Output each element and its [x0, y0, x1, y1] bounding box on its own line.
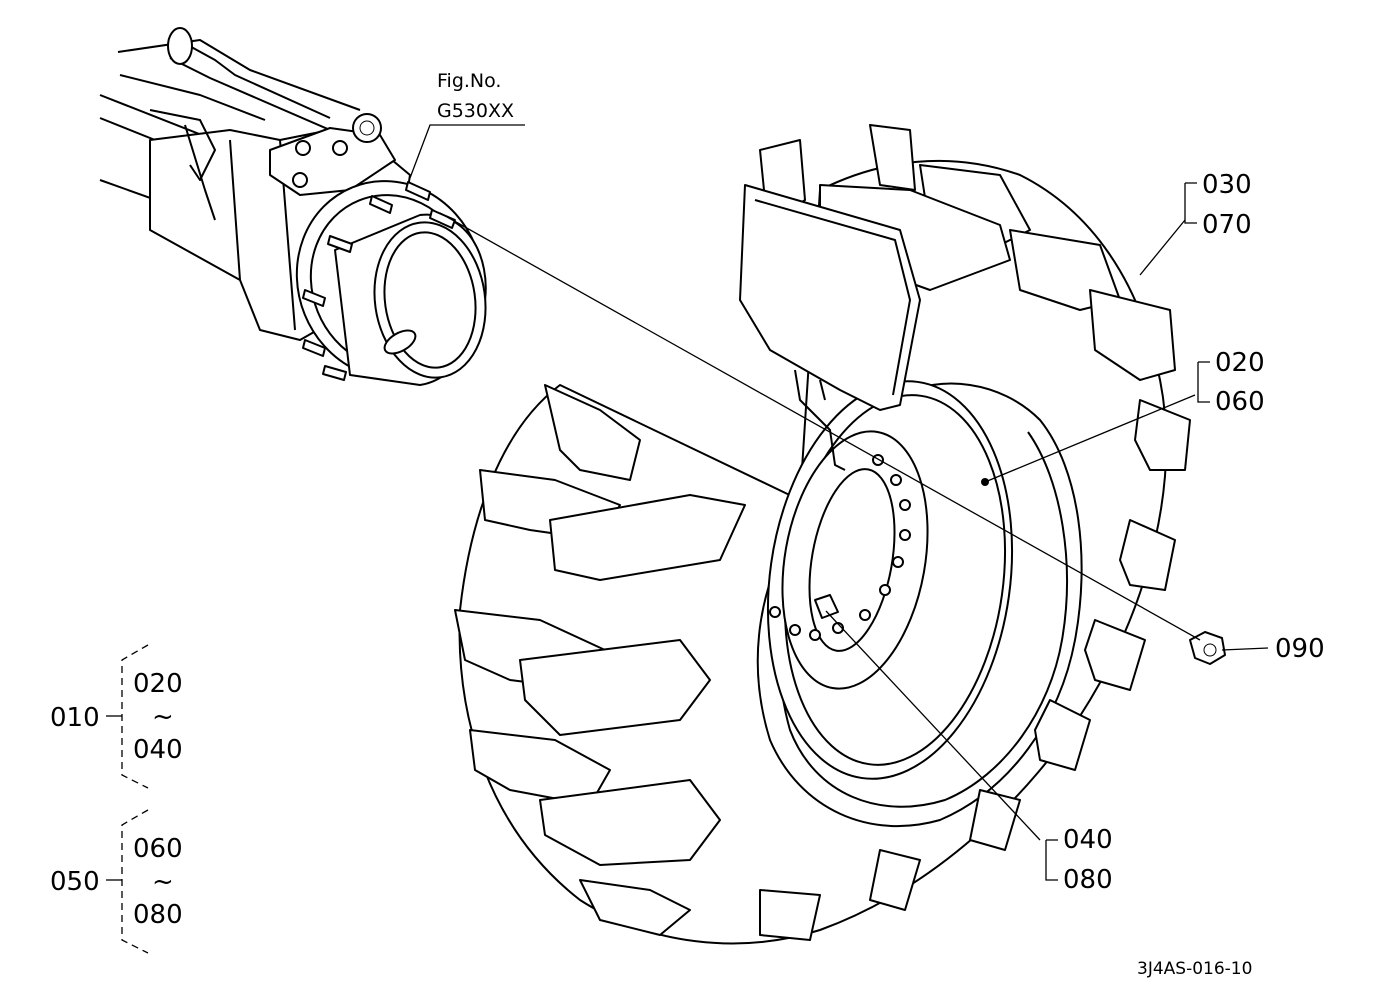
- callout-020: 020: [1215, 348, 1265, 378]
- assembly-from-label: 060: [133, 834, 183, 864]
- assembly-range-tilde: ~: [152, 702, 174, 732]
- assembly-parent-label: 010: [50, 703, 100, 733]
- callout-080: 080: [1063, 865, 1113, 895]
- callout-060: 060: [1215, 387, 1265, 417]
- callout-090: 090: [1275, 634, 1325, 664]
- assembly-from-label: 020: [133, 669, 183, 699]
- callout-040: 040: [1063, 825, 1113, 855]
- rim-bolt-holes: [769, 454, 911, 641]
- leader-lines: [409, 124, 1269, 881]
- figure-reference: Fig.No. G530XX: [437, 70, 514, 122]
- callout-070: 070: [1202, 210, 1252, 240]
- assembly-group-050: 050 060 ~ 080: [50, 809, 183, 954]
- assembly-to-label: 040: [133, 735, 183, 765]
- assembly-range-tilde: ~: [152, 867, 174, 897]
- fig-no-label: Fig.No.: [437, 70, 501, 92]
- callout-030: 030: [1202, 170, 1252, 200]
- assembly-to-label: 080: [133, 900, 183, 930]
- axle-hub-illustration: [99, 27, 487, 386]
- wheel-rim-illustration: [739, 184, 1014, 780]
- assembly-parent-label: 050: [50, 867, 100, 897]
- fig-no-value: G530XX: [437, 100, 514, 122]
- wheel-studs: [302, 181, 456, 381]
- assembly-group-010: 010 020 ~ 040: [50, 644, 183, 789]
- drawing-code: 3J4AS-016-10: [1137, 959, 1252, 979]
